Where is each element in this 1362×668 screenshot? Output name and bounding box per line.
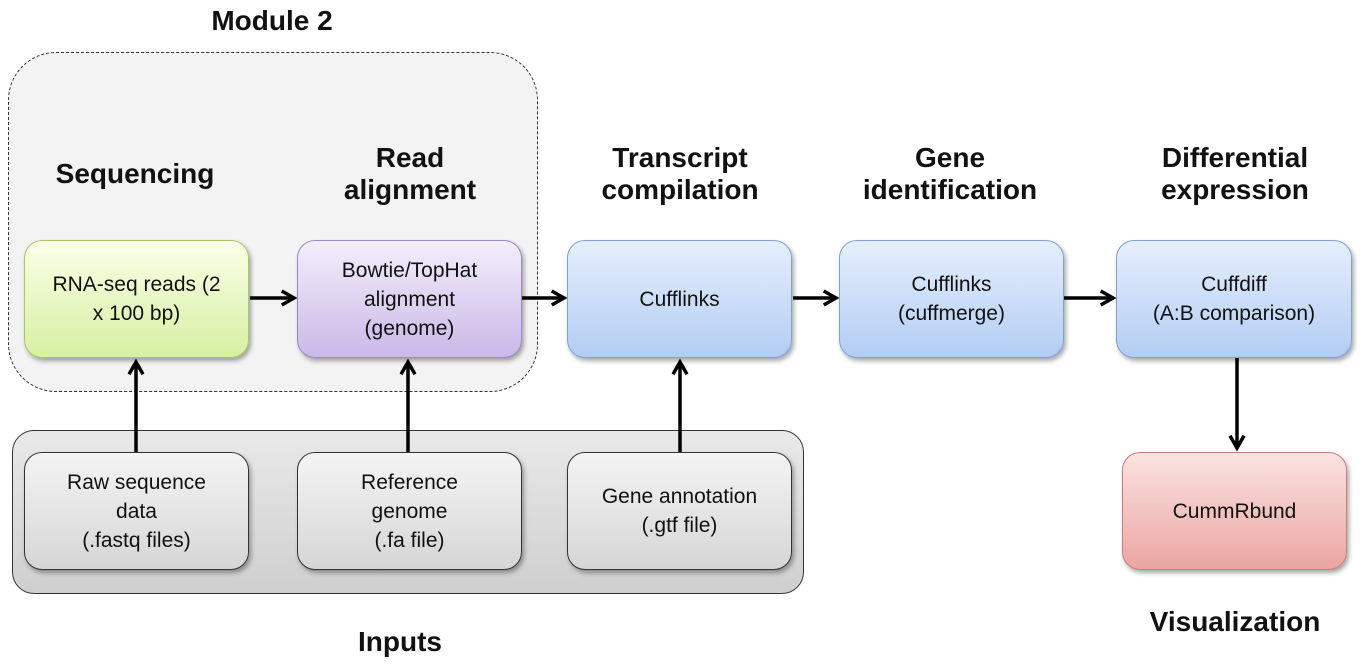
- cummrbund-node: CummRbund: [1122, 452, 1347, 570]
- raw-sequence-input-node: Raw sequence data (.fastq files): [24, 452, 249, 570]
- rnaseq-reads-node: RNA-seq reads (2 x 100 bp): [24, 240, 249, 358]
- cuffdiff-node: Cuffdiff (A:B comparison): [1116, 240, 1352, 358]
- bowtie-tophat-node: Bowtie/TopHat alignment (genome): [297, 240, 522, 358]
- cuffmerge-node: Cufflinks (cuffmerge): [839, 240, 1064, 358]
- stage-sequencing-title: Sequencing: [55, 158, 215, 189]
- stage-transcript-compilation-title: Transcript compilation: [601, 142, 759, 205]
- reference-genome-input-node: Reference genome (.fa file): [297, 452, 522, 570]
- visualization-label: Visualization: [1149, 606, 1321, 637]
- cufflinks-node: Cufflinks: [567, 240, 792, 358]
- gene-annotation-input-node: Gene annotation (.gtf file): [567, 452, 792, 570]
- module-title: Module 2: [211, 5, 333, 36]
- inputs-label: Inputs: [358, 626, 442, 657]
- stage-read-alignment-title: Read alignment: [343, 142, 477, 205]
- stage-gene-identification-title: Gene identification: [862, 142, 1038, 205]
- stage-differential-expression-title: Differential expression: [1161, 142, 1309, 205]
